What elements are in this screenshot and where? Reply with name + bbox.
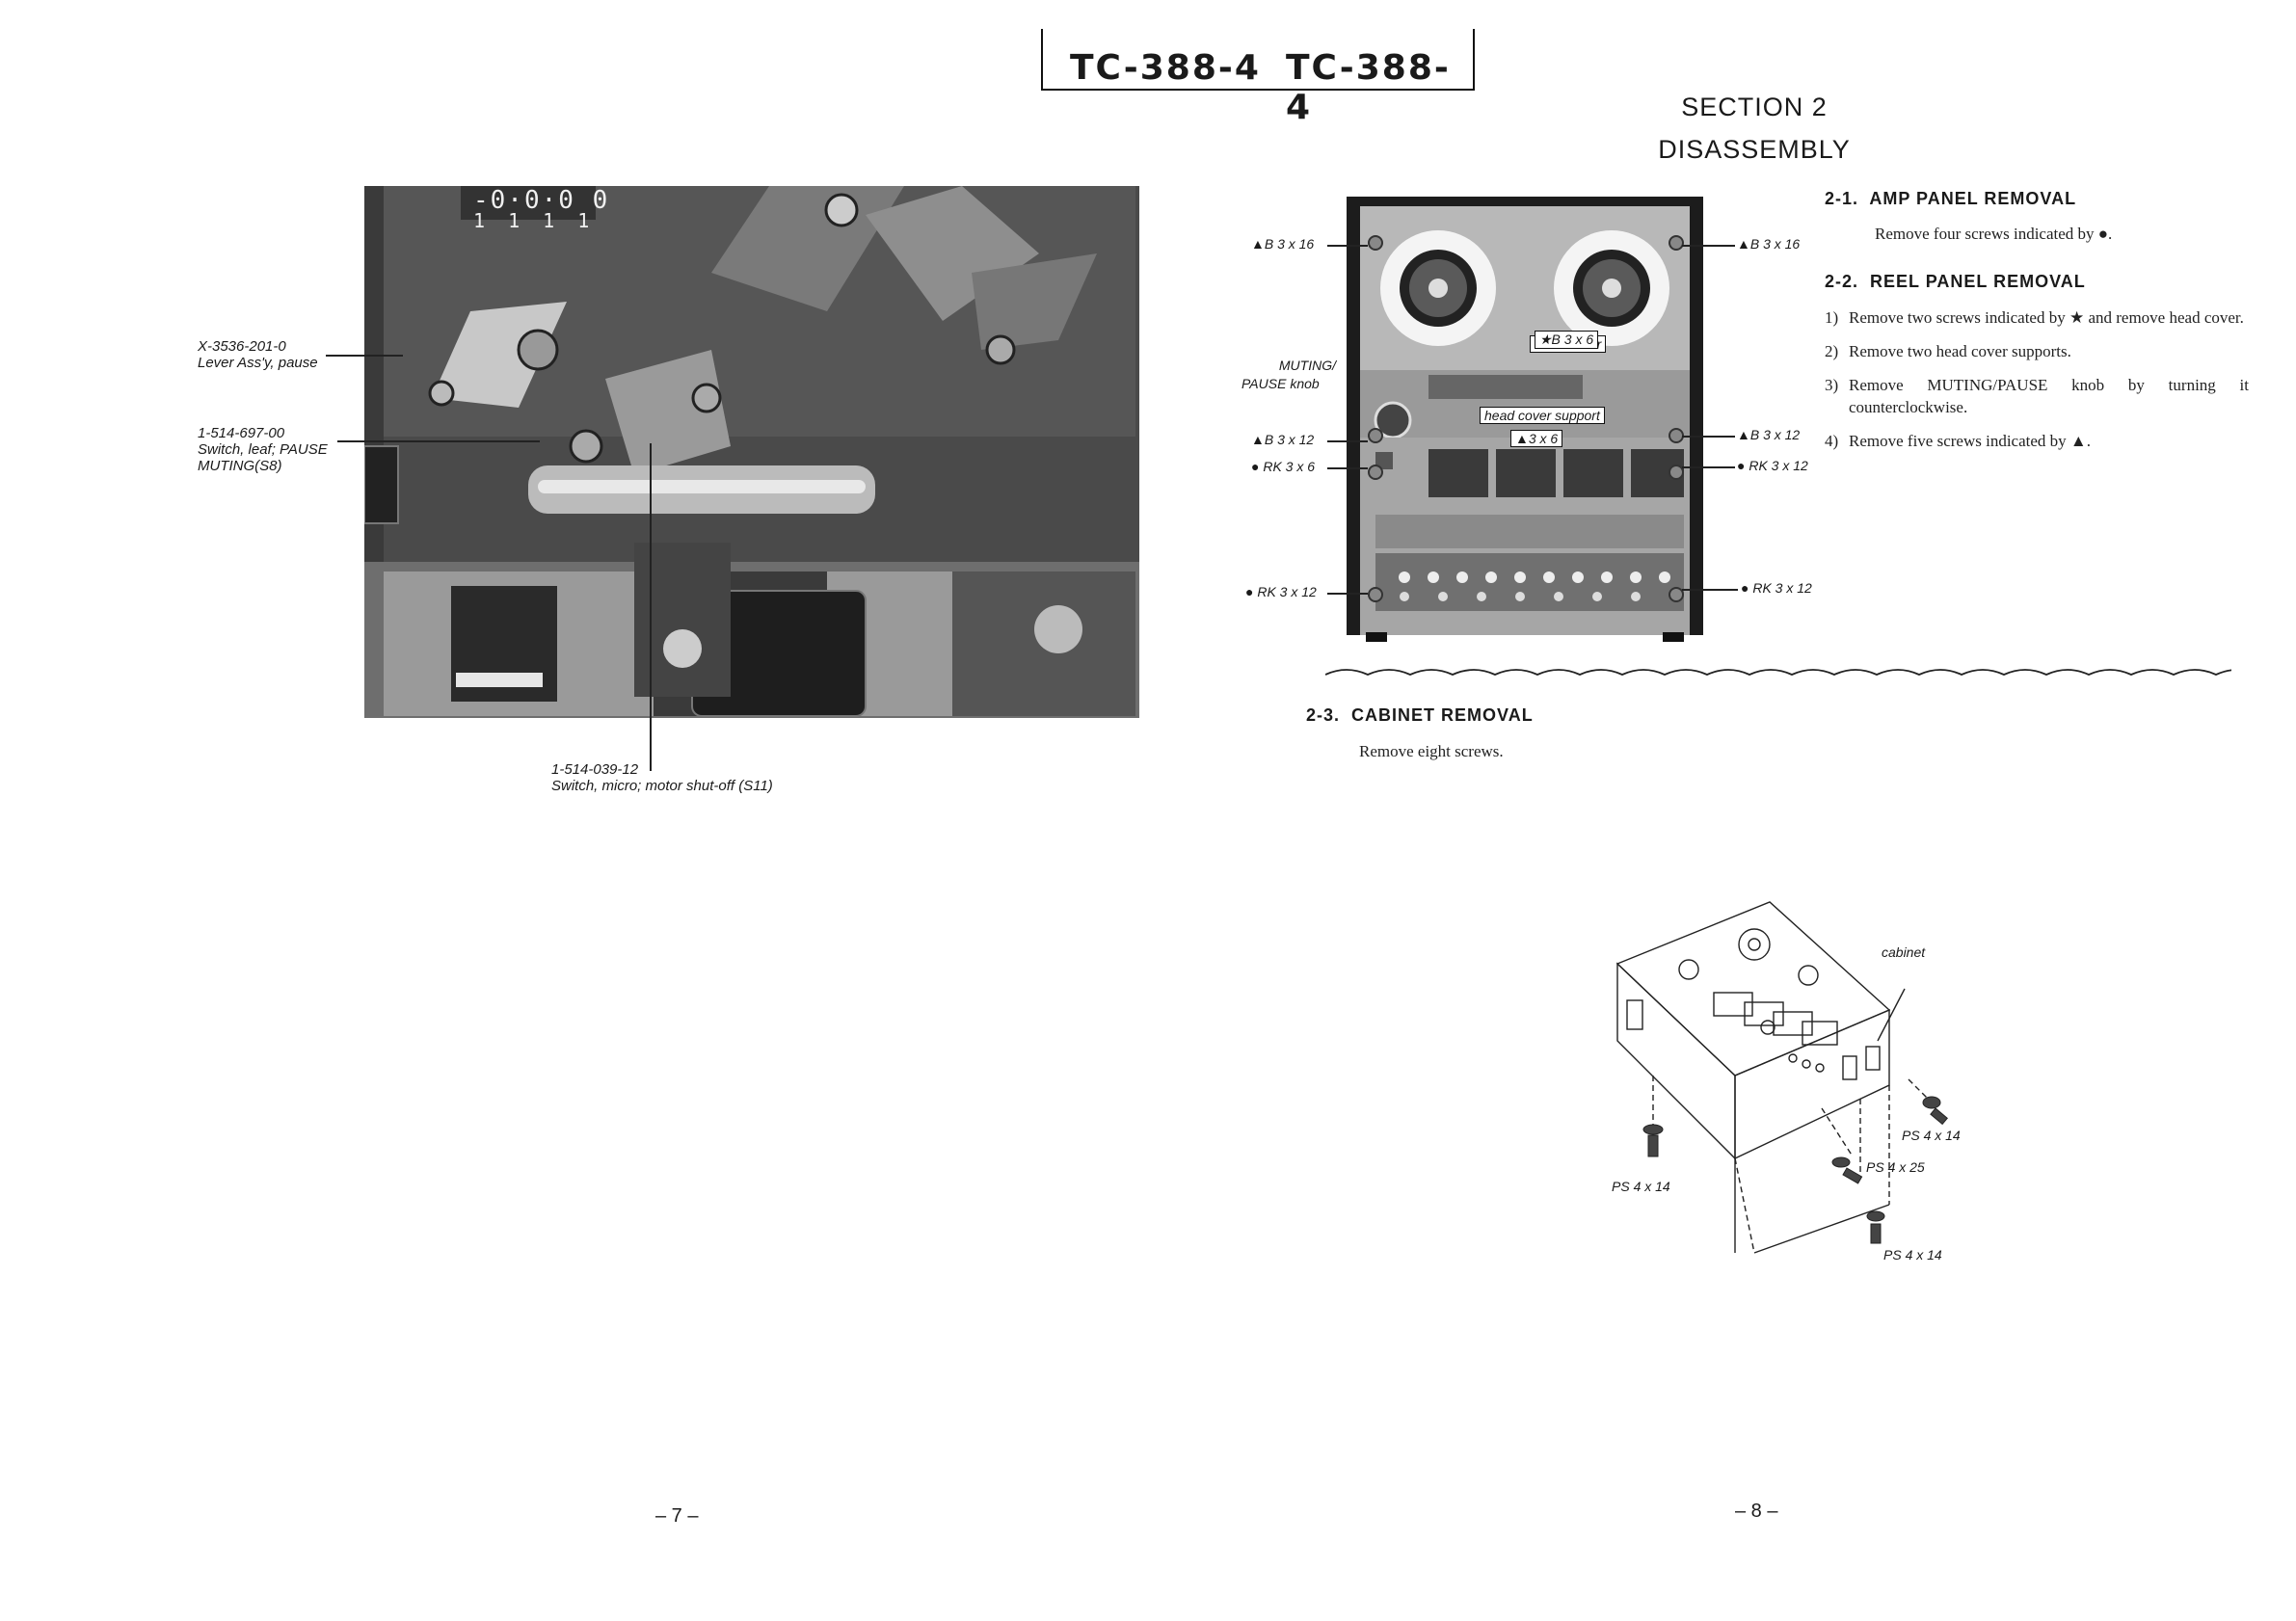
step-2-1-text: Remove four screws indicated by ●.	[1875, 225, 2113, 243]
step-2-2-item-3: 3) Remove MUTING/PAUSE knob by turning i…	[1825, 374, 2249, 418]
switch-micro-description: Switch, micro; motor shut-off (S11)	[551, 778, 773, 794]
step-2-2-item-2: 2) Remove two head cover supports.	[1825, 340, 2249, 362]
step-2-2-list: 1) Remove two screws indicated by ★ and …	[1825, 306, 2249, 452]
cabinet-label: cabinet	[1882, 944, 1926, 960]
counter-digits-bottom: 1 1 1 1	[473, 209, 596, 232]
rk3x12-right-mid: ● RK 3 x 12	[1737, 458, 1808, 473]
step-2-2-item-3-num: 3)	[1825, 376, 1839, 394]
switch-leaf-part-number: 1-514-697-00	[198, 425, 285, 441]
b3x16-left: ▲B 3 x 16	[1251, 236, 1315, 252]
step-2-2-item-1: 1) Remove two screws indicated by ★ and …	[1825, 306, 2249, 329]
b3x16-right: ▲B 3 x 16	[1737, 236, 1801, 252]
step-2-2-item-4: 4) Remove five screws indicated by ▲.	[1825, 430, 2249, 452]
muting-pause-label-2: PAUSE knob	[1241, 376, 1320, 391]
lever-description: Lever Ass'y, pause	[198, 355, 318, 371]
switch-leaf-label: 1-514-697-00 Switch, leaf; PAUSE MUTING(…	[198, 425, 328, 474]
leader-rk3x12-right-mid	[1682, 466, 1735, 468]
step-2-2-item-4-num: 4)	[1825, 432, 1839, 450]
ps-4x14-left: PS 4 x 14	[1612, 1179, 1670, 1194]
step-2-2-item-4-text: Remove five screws indicated by ▲.	[1849, 432, 2091, 450]
section-number: SECTION 2	[1681, 93, 1828, 121]
step-2-2-title: REEL PANEL REMOVAL	[1870, 272, 2086, 291]
switch-leaf-description-2: MUTING(S8)	[198, 458, 282, 474]
mechanism-photo-art	[364, 186, 1139, 718]
step-2-3-text: Remove eight screws.	[1359, 742, 1504, 760]
step-2-3-title: CABINET REMOVAL	[1351, 705, 1534, 725]
leader-b3x12-right	[1682, 436, 1735, 438]
tri-3x6-label: ▲3 x 6	[1510, 430, 1563, 447]
leader-b3x16-left	[1327, 245, 1368, 247]
step-2-2-item-2-num: 2)	[1825, 342, 1839, 360]
head-cover-support-label: head cover support	[1480, 407, 1605, 424]
switch-micro-leader	[650, 443, 652, 771]
rk3x6-left: ● RK 3 x 6	[1251, 459, 1316, 474]
leader-rk3x6-left	[1327, 467, 1368, 469]
counter-digits: -0·0·0 0	[473, 186, 610, 215]
ps-4x14-right: PS 4 x 14	[1902, 1128, 1961, 1143]
switch-leaf-description: Switch, leaf; PAUSE	[198, 441, 328, 458]
step-2-2-item-2-text: Remove two head cover supports.	[1849, 342, 2071, 360]
leader-b3x16-right	[1682, 245, 1735, 247]
switch-micro-part-number: 1-514-039-12	[551, 761, 639, 778]
b3x12-right: ▲B 3 x 12	[1737, 427, 1801, 442]
rk3x12-left-bot: ● RK 3 x 12	[1245, 584, 1317, 599]
b3x12-left: ▲B 3 x 12	[1251, 432, 1315, 447]
section-title: DISASSEMBLY	[1658, 135, 1851, 164]
lever-leader	[326, 355, 403, 357]
step-2-2-item-3-text: Remove MUTING/PAUSE knob by turning it c…	[1849, 376, 2249, 416]
model-header: TC-388-4 TC-388-4	[1041, 29, 1475, 127]
step-2-1-title: AMP PANEL REMOVAL	[1869, 189, 2077, 208]
leader-rk3x12-right-bot	[1682, 589, 1738, 591]
step-2-3-heading: 2-3. CABINET REMOVAL	[1306, 705, 1534, 726]
ps-4x14-bottom: PS 4 x 14	[1883, 1247, 1942, 1262]
muting-pause-label: MUTING/	[1278, 358, 1336, 373]
step-2-1-heading: 2-1. AMP PANEL REMOVAL	[1825, 189, 2076, 209]
step-2-2-heading: 2-2. REEL PANEL REMOVAL	[1825, 272, 2086, 292]
cabinet-drawing	[1615, 901, 1948, 1254]
leader-b3x12-left	[1327, 440, 1368, 442]
step-2-1-number: 2-1.	[1825, 189, 1859, 208]
step-2-2-item-1-num: 1)	[1825, 308, 1839, 327]
star-b3x6-label: ★B 3 x 6	[1535, 331, 1599, 349]
rk3x12-right-bot: ● RK 3 x 12	[1741, 580, 1812, 596]
step-2-2-number: 2-2.	[1825, 272, 1859, 291]
model-right: TC-388-4	[1286, 48, 1451, 127]
wavy-divider	[1325, 669, 2231, 676]
lever-label: X-3536-201-0 Lever Ass'y, pause	[198, 338, 318, 371]
switch-leaf-leader	[337, 440, 540, 442]
step-2-3-number: 2-3.	[1306, 705, 1341, 725]
lever-part-number: X-3536-201-0	[198, 338, 286, 355]
switch-micro-label: 1-514-039-12 Switch, micro; motor shut-o…	[551, 761, 773, 794]
page-number-left: – 7 –	[655, 1505, 699, 1527]
page-number-right: – 8 –	[1735, 1501, 1778, 1522]
mechanism-photo: -0·0·0 0 1 1 1 1	[364, 186, 1139, 718]
leader-rk3x12-left-bot	[1327, 593, 1368, 595]
model-left: TC-388-4	[1070, 48, 1261, 88]
step-2-2-item-1-text: Remove two screws indicated by ★ and rem…	[1849, 308, 2244, 327]
ps-4x25: PS 4 x 25	[1866, 1159, 1925, 1175]
